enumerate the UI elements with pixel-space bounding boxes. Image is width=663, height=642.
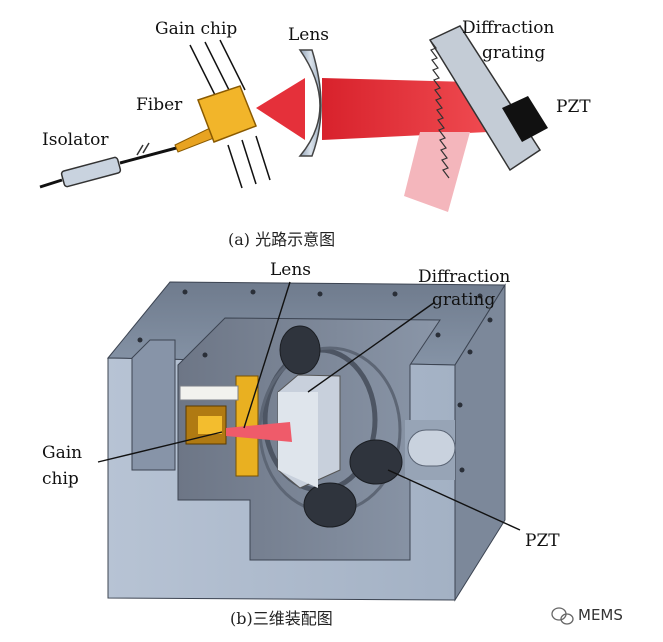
label-pzt-a: PZT — [556, 97, 591, 117]
label-fiber: Fiber — [136, 95, 183, 115]
watermark-text: MEMS — [578, 606, 623, 624]
beam-cone — [256, 78, 305, 140]
fiber-taper — [174, 127, 215, 153]
label-diffraction-b1: Diffraction — [418, 267, 510, 287]
fiber-cable — [39, 145, 181, 189]
wechat-icon — [551, 607, 574, 625]
label-diffraction-b2: grating — [432, 290, 495, 310]
leader-lines — [97, 281, 521, 531]
label-pzt-b: PZT — [525, 531, 560, 551]
gain-chip-block — [197, 85, 257, 143]
label-gain-b1: Gain — [42, 443, 82, 463]
caption-a: (a) 光路示意图 — [228, 230, 335, 249]
panel-b-assembly: Lens Diffraction grating Gain chip PZT (… — [42, 260, 560, 628]
caption-b: (b)三维装配图 — [230, 609, 333, 628]
label-gain-chip: Gain chip — [155, 19, 237, 39]
label-diffraction-a1: Diffraction — [462, 18, 554, 38]
isolator-body — [60, 156, 122, 188]
watermark: MEMS — [551, 606, 623, 625]
gain-chip-wires — [189, 39, 271, 189]
fiber-break-marks — [136, 142, 150, 156]
label-lens-b: Lens — [270, 260, 311, 280]
gain-chip-3d — [198, 416, 222, 434]
beam-diffracted — [404, 132, 470, 212]
beam-3d — [226, 422, 292, 442]
label-gain-b2: chip — [42, 469, 79, 489]
diffraction-grating — [428, 25, 542, 179]
mount-holes — [137, 289, 493, 473]
label-diffraction-a2: grating — [482, 43, 545, 63]
housing-left-notch — [131, 339, 176, 471]
pzt-block — [502, 96, 548, 142]
label-isolator: Isolator — [42, 130, 109, 150]
panel-a-schematic: Gain chip Lens Diffraction grating Fiber… — [39, 18, 591, 249]
pzt-rollers — [279, 325, 403, 528]
pzt-cylinder-right — [407, 429, 456, 467]
lens-element — [298, 49, 322, 157]
label-lens-a: Lens — [288, 25, 329, 45]
grating-block-face — [278, 392, 318, 488]
white-post — [179, 385, 239, 401]
beam-collimated — [322, 78, 488, 140]
